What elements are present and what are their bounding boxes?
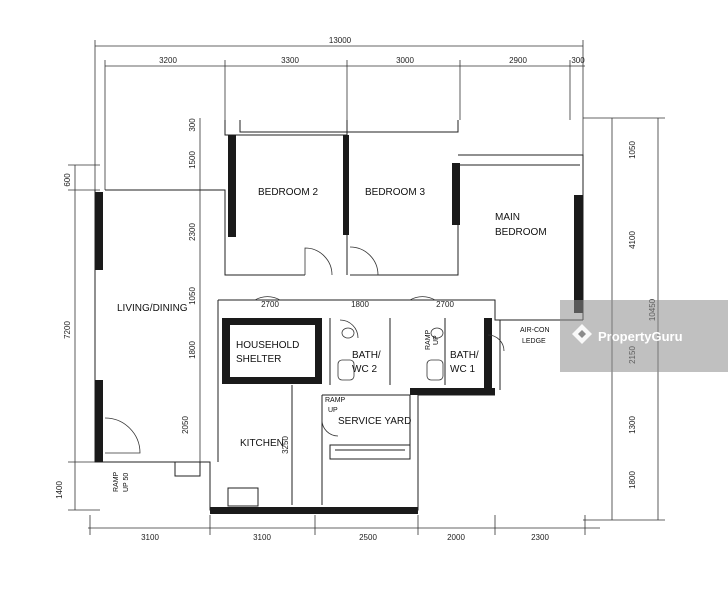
- mid-dim-3: 2700: [436, 300, 454, 309]
- right-inner-dim-5: 1800: [628, 471, 637, 489]
- watermark: PropertyGuru: [560, 300, 728, 372]
- interior-partitions: [174, 318, 501, 507]
- dimension-left: 600 7200 1400: [55, 164, 100, 511]
- entrance-up-label: UP 50: [123, 473, 130, 492]
- left-dim-2: 7200: [63, 321, 72, 339]
- doors: [104, 246, 505, 454]
- room-service-yard: SERVICE YARD: [338, 416, 411, 427]
- room-bedroom-3: BEDROOM 3: [365, 187, 425, 198]
- room-bath2-line1: BATH/: [352, 350, 381, 361]
- room-bath1-line2: WC 1: [450, 364, 475, 375]
- interior-dimensions: 2700 1800 2700 3250: [261, 300, 454, 454]
- top-dim-5: 300: [571, 56, 585, 65]
- top-dim-3: 3000: [396, 56, 414, 65]
- dimension-top-segments: 3200 3300 3000 2900 300: [104, 56, 585, 190]
- mid-dim-2: 1800: [351, 300, 369, 309]
- room-kitchen: KITCHEN: [240, 438, 284, 449]
- left-inner-dim-3: 2300: [188, 223, 197, 241]
- bottom-dim-2: 3100: [253, 533, 271, 542]
- right-inner-dim-2: 4100: [628, 231, 637, 249]
- room-main-bedroom-line2: BEDROOM: [495, 227, 547, 238]
- room-labels: BEDROOM 2 BEDROOM 3 MAIN BEDROOM LIVING/…: [117, 187, 550, 449]
- bottom-dim-1: 3100: [141, 533, 159, 542]
- left-inner-dim-6: 2050: [181, 416, 190, 434]
- ramp-labels: RAMP UP 50 RAMP UP RAMP UP: [113, 329, 440, 492]
- room-main-bedroom-line1: MAIN: [495, 212, 520, 223]
- dimension-bottom: 3100 3100 2500 2000 2300: [88, 515, 600, 542]
- outer-walls: [94, 120, 584, 511]
- bath-up-label: UP: [433, 335, 440, 345]
- room-shelter-line1: HOUSEHOLD: [236, 340, 299, 351]
- room-bedroom-2: BEDROOM 2: [258, 187, 318, 198]
- top-dim-1: 3200: [159, 56, 177, 65]
- bath-ramp-label: RAMP: [425, 329, 432, 350]
- room-shelter-line2: SHELTER: [236, 354, 281, 365]
- top-dim-2: 3300: [281, 56, 299, 65]
- left-inner-dim-1: 300: [188, 118, 197, 132]
- propertyguru-logo-icon: [572, 324, 592, 344]
- top-dim-4: 2900: [509, 56, 527, 65]
- right-inner-dim-4: 1300: [628, 416, 637, 434]
- toilet-icon: [337, 359, 355, 381]
- overall-width-label: 13000: [329, 36, 352, 45]
- right-inner-dim-1: 1050: [628, 141, 637, 159]
- room-bath2-line2: WC 2: [352, 364, 377, 375]
- yard-up-label: UP: [328, 407, 338, 414]
- structural-walls: [95, 135, 583, 514]
- room-bath1-line1: BATH/: [450, 350, 479, 361]
- left-dim-1: 600: [63, 173, 72, 187]
- fixtures: [337, 327, 444, 381]
- mid-dim-1: 2700: [261, 300, 279, 309]
- left-inner-dim-4: 1050: [188, 287, 197, 305]
- entrance-ramp-label: RAMP: [113, 471, 120, 492]
- left-inner-dim-2: 1500: [188, 151, 197, 169]
- bottom-dim-4: 2000: [447, 533, 465, 542]
- bottom-dim-5: 2300: [531, 533, 549, 542]
- room-living-dining: LIVING/DINING: [117, 303, 188, 314]
- kitchen-dim: 3250: [281, 436, 290, 454]
- bottom-dim-3: 2500: [359, 533, 377, 542]
- left-dim-3: 1400: [55, 481, 64, 499]
- watermark-brand-text: PropertyGuru: [598, 329, 683, 344]
- yard-ramp-label: RAMP: [325, 397, 346, 404]
- room-aircon-line1: AIR-CON: [520, 327, 550, 334]
- room-aircon-line2: LEDGE: [522, 338, 546, 345]
- toilet-icon: [426, 359, 444, 381]
- dimension-left-inner: 300 1500 2300 1050 1800 2050: [181, 118, 201, 465]
- left-inner-dim-5: 1800: [188, 341, 197, 359]
